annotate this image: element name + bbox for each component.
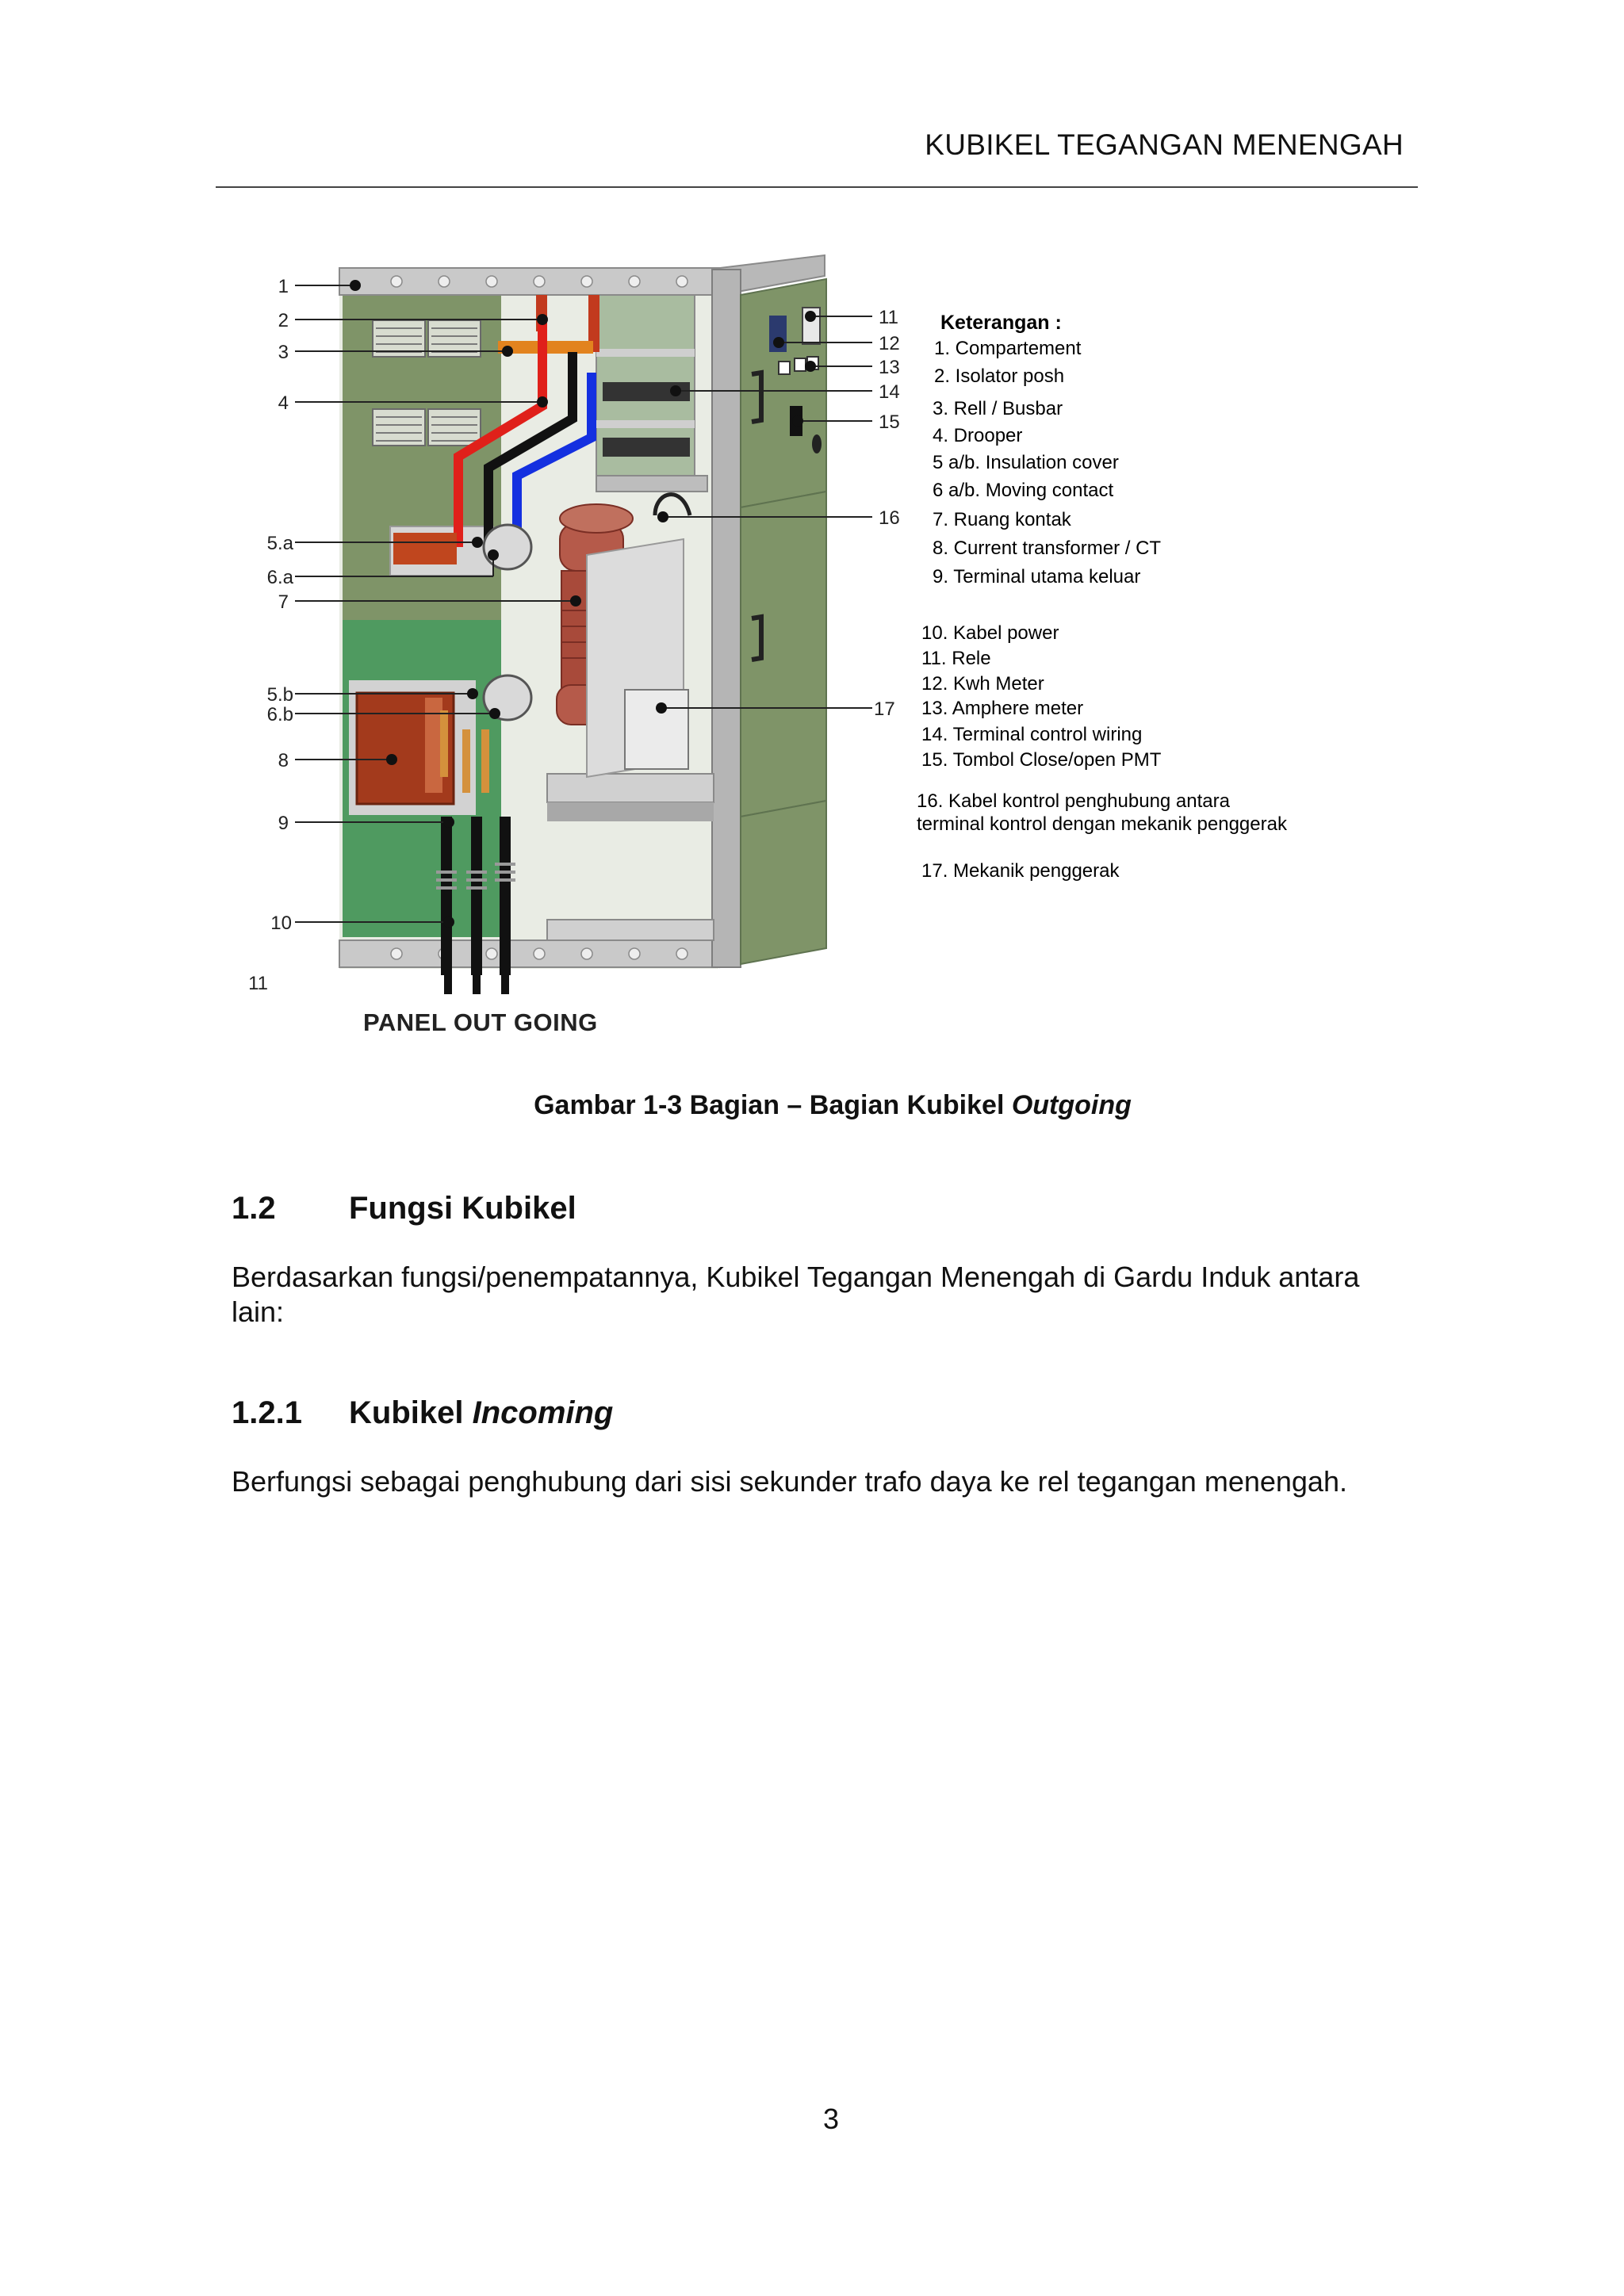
section-title: Kubikel <box>349 1395 473 1430</box>
callout-11: 11 <box>879 307 898 328</box>
callout-8: 8 <box>278 750 289 771</box>
legend-title: Keterangan : <box>940 312 1062 334</box>
callout-labels-left: 1 2 3 4 5.a 6.a 7 5.b 6.b 8 9 10 11 <box>248 276 294 994</box>
legend-item: 6 a/b. Moving contact <box>933 480 1114 501</box>
leader-lines-right <box>661 316 872 709</box>
callout-6b: 6.b <box>267 704 293 725</box>
section-heading-1-2-1: 1.2.1 Kubikel Incoming <box>232 1395 613 1431</box>
legend-item: 7. Ruang kontak <box>933 509 1071 530</box>
callout-11-left: 11 <box>248 973 268 994</box>
callout-13: 13 <box>879 357 900 378</box>
legend-item: 14. Terminal control wiring <box>921 724 1143 745</box>
callout-5b: 5.b <box>267 684 293 706</box>
callout-labels-right: 11 12 13 14 15 16 17 <box>874 307 900 720</box>
section-1-2-1-paragraph: Berfungsi sebagai penghubung dari sisi s… <box>232 1465 1347 1498</box>
current-transformer <box>349 680 489 815</box>
leader-lines-left <box>295 285 576 923</box>
callout-7: 7 <box>278 591 289 613</box>
section-title-italic: Incoming <box>472 1395 614 1430</box>
leader-dots-left <box>350 280 581 928</box>
callout-12: 12 <box>879 333 900 354</box>
callout-10: 10 <box>270 913 292 934</box>
legend-item: 5 a/b. Insulation cover <box>933 452 1119 473</box>
callout-16: 16 <box>879 507 900 529</box>
callout-1: 1 <box>278 276 289 297</box>
callout-14: 14 <box>879 381 900 403</box>
legend-item: 17. Mekanik penggerak <box>921 860 1120 882</box>
caption-italic: Outgoing <box>1011 1090 1132 1120</box>
legend-item: 13. Amphere meter <box>921 698 1084 719</box>
legend-item: 16. Kabel kontrol penghubung antara <box>917 790 1230 812</box>
header-rule <box>216 186 1418 188</box>
legend-item: 3. Rell / Busbar <box>933 398 1063 419</box>
paragraph-line: lain: <box>232 1295 285 1328</box>
section-number: 1.2 <box>232 1191 276 1226</box>
callout-2: 2 <box>278 310 289 331</box>
callout-15: 15 <box>879 411 900 433</box>
contact-chamber <box>393 492 692 779</box>
legend-item: 1. Compartement <box>934 338 1082 359</box>
legend-item: 15. Tombol Close/open PMT <box>921 749 1162 771</box>
legend-item: 2. Isolator posh <box>934 365 1065 387</box>
legend-item: 9. Terminal utama keluar <box>933 566 1141 587</box>
paragraph-line: Berdasarkan fungsi/penempatannya, Kubike… <box>232 1261 1360 1293</box>
legend-item: 10. Kabel power <box>921 622 1059 644</box>
page-header-title: KUBIKEL TEGANGAN MENENGAH <box>925 128 1404 161</box>
section-heading-1-2: 1.2 Fungsi Kubikel <box>232 1191 576 1226</box>
callout-17: 17 <box>874 698 895 720</box>
callout-9: 9 <box>278 813 289 834</box>
legend-item: 12. Kwh Meter <box>921 673 1044 695</box>
page-number: 3 <box>822 2103 840 2135</box>
section-1-2-paragraph: Berdasarkan fungsi/penempatannya, Kubike… <box>232 1260 1445 1330</box>
outgoing-cubicle-diagram: 1 2 3 4 5.a 6.a 7 5.b 6.b 8 9 10 11 11 1… <box>248 254 900 994</box>
panel-label: PANEL OUT GOING <box>363 1008 598 1036</box>
cabinet-door <box>740 277 827 966</box>
cabinet-body <box>339 254 825 969</box>
legend-item: 4. Drooper <box>933 425 1023 446</box>
section-number: 1.2.1 <box>232 1395 302 1430</box>
section-title: Fungsi Kubikel <box>349 1191 576 1226</box>
callout-6a: 6.a <box>267 567 294 588</box>
callout-5a: 5.a <box>267 533 294 554</box>
legend-item: 11. Rele <box>921 648 991 669</box>
caption-text: Gambar 1-3 Bagian – Bagian Kubikel <box>534 1090 1012 1120</box>
legend-item: terminal kontrol dengan mekanik penggera… <box>917 813 1287 835</box>
callout-4: 4 <box>278 392 289 414</box>
leader-dots-right <box>656 311 816 714</box>
power-cables <box>436 817 515 994</box>
callout-3: 3 <box>278 342 289 363</box>
figure-caption: Gambar 1-3 Bagian – Bagian Kubikel Outgo… <box>0 1090 1624 1121</box>
legend-item: 8. Current transformer / CT <box>933 538 1162 559</box>
